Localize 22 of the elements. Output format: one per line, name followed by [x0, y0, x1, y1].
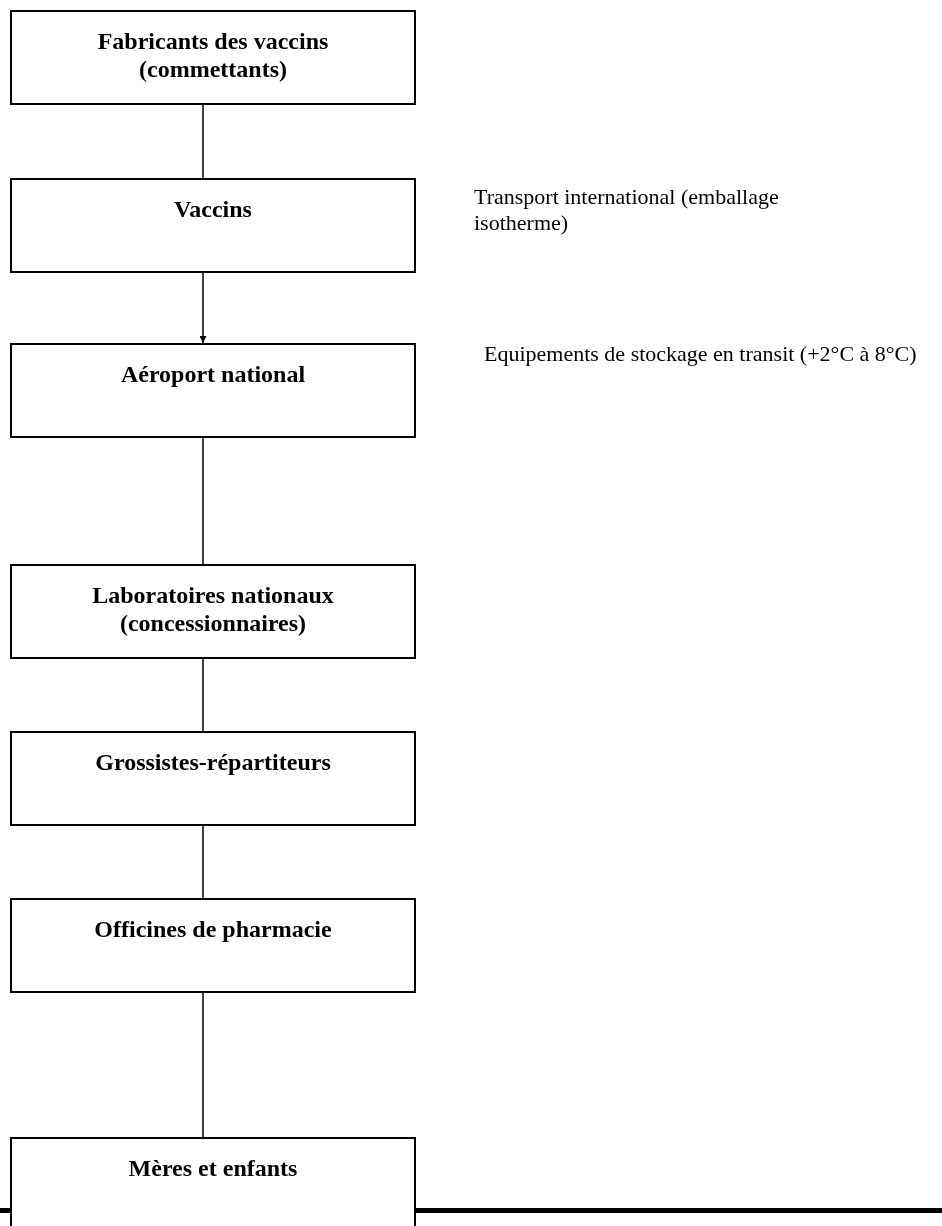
process-box: [10, 10, 416, 105]
box-label: Vaccins: [174, 196, 252, 224]
arrow: [199, 272, 207, 344]
process-box: [10, 178, 416, 273]
process-box: [10, 343, 416, 438]
process-box: [10, 564, 416, 659]
side-note: Transport international (emballage isotherme): [474, 184, 780, 237]
side-note: Equipements de stockage en transit (+2°C à 8°C): [484, 341, 918, 368]
box-label: Mères et enfants: [128, 1155, 298, 1183]
box-label: Fabricants des vaccins (commettants): [96, 28, 330, 84]
connector-line: [202, 825, 204, 899]
connector-line: [202, 437, 204, 565]
box-label: Aéroport national: [120, 361, 306, 389]
connector-line: [202, 992, 204, 1138]
connector-line: [202, 658, 204, 732]
process-box: [10, 731, 416, 826]
box-label: Laboratoires nationaux (concessionnaires): [91, 582, 335, 638]
box-label: Officines de pharmacie: [94, 916, 332, 944]
box-label: Grossistes-répartiteurs: [95, 749, 331, 777]
process-box: [10, 1137, 416, 1226]
connector-line: [202, 104, 204, 179]
process-box: [10, 898, 416, 993]
